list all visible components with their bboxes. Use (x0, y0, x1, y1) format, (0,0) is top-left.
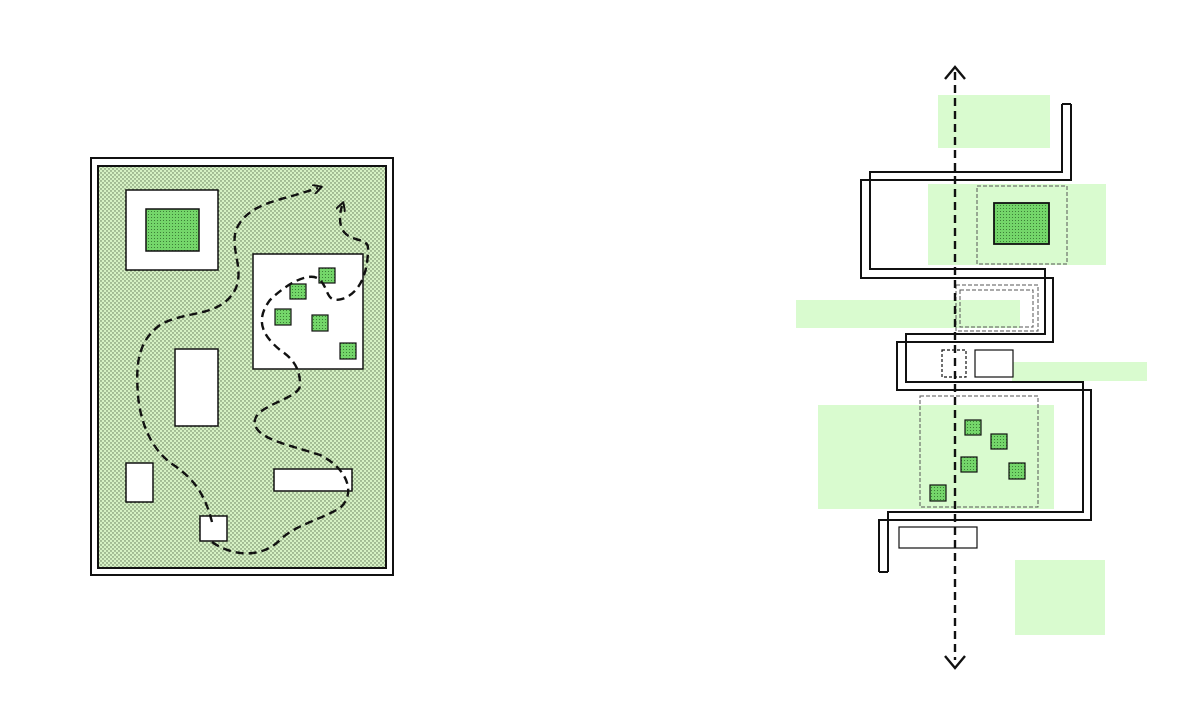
garden-bed-small (1008, 462, 1026, 480)
building-block-small (125, 462, 154, 503)
serpentine-building (860, 103, 1092, 573)
planter (339, 342, 357, 360)
wandering-path-b (211, 206, 370, 555)
green-zone (796, 300, 1020, 328)
garden-bed-small (929, 484, 947, 502)
garden-bed-small (960, 456, 978, 473)
right-axis-diagram (796, 65, 1147, 670)
building-block-long (273, 468, 353, 492)
green-zone (1015, 560, 1105, 635)
courtyard-outline (955, 284, 1039, 332)
wandering-path-a (136, 188, 318, 523)
left-site-plan (90, 157, 394, 576)
garden-bed-small (964, 419, 982, 436)
courtyard-garden (145, 208, 200, 252)
planter (274, 308, 292, 326)
green-zone (1012, 362, 1147, 381)
block (898, 526, 978, 549)
courtyard-outline (959, 289, 1034, 328)
garden-bed (993, 202, 1050, 245)
planter (289, 283, 307, 300)
green-zone (938, 95, 1050, 148)
garden-bed-small (990, 433, 1008, 450)
courtyard-outline (976, 185, 1068, 265)
planter (318, 267, 336, 284)
planter (311, 314, 329, 332)
axis-arrow-down-icon (944, 655, 966, 670)
entry-block (199, 515, 228, 542)
building-block-tall (174, 348, 219, 427)
axis-arrow-up-icon (944, 65, 966, 80)
courtyard-outline (919, 395, 1039, 508)
block (974, 349, 1014, 378)
